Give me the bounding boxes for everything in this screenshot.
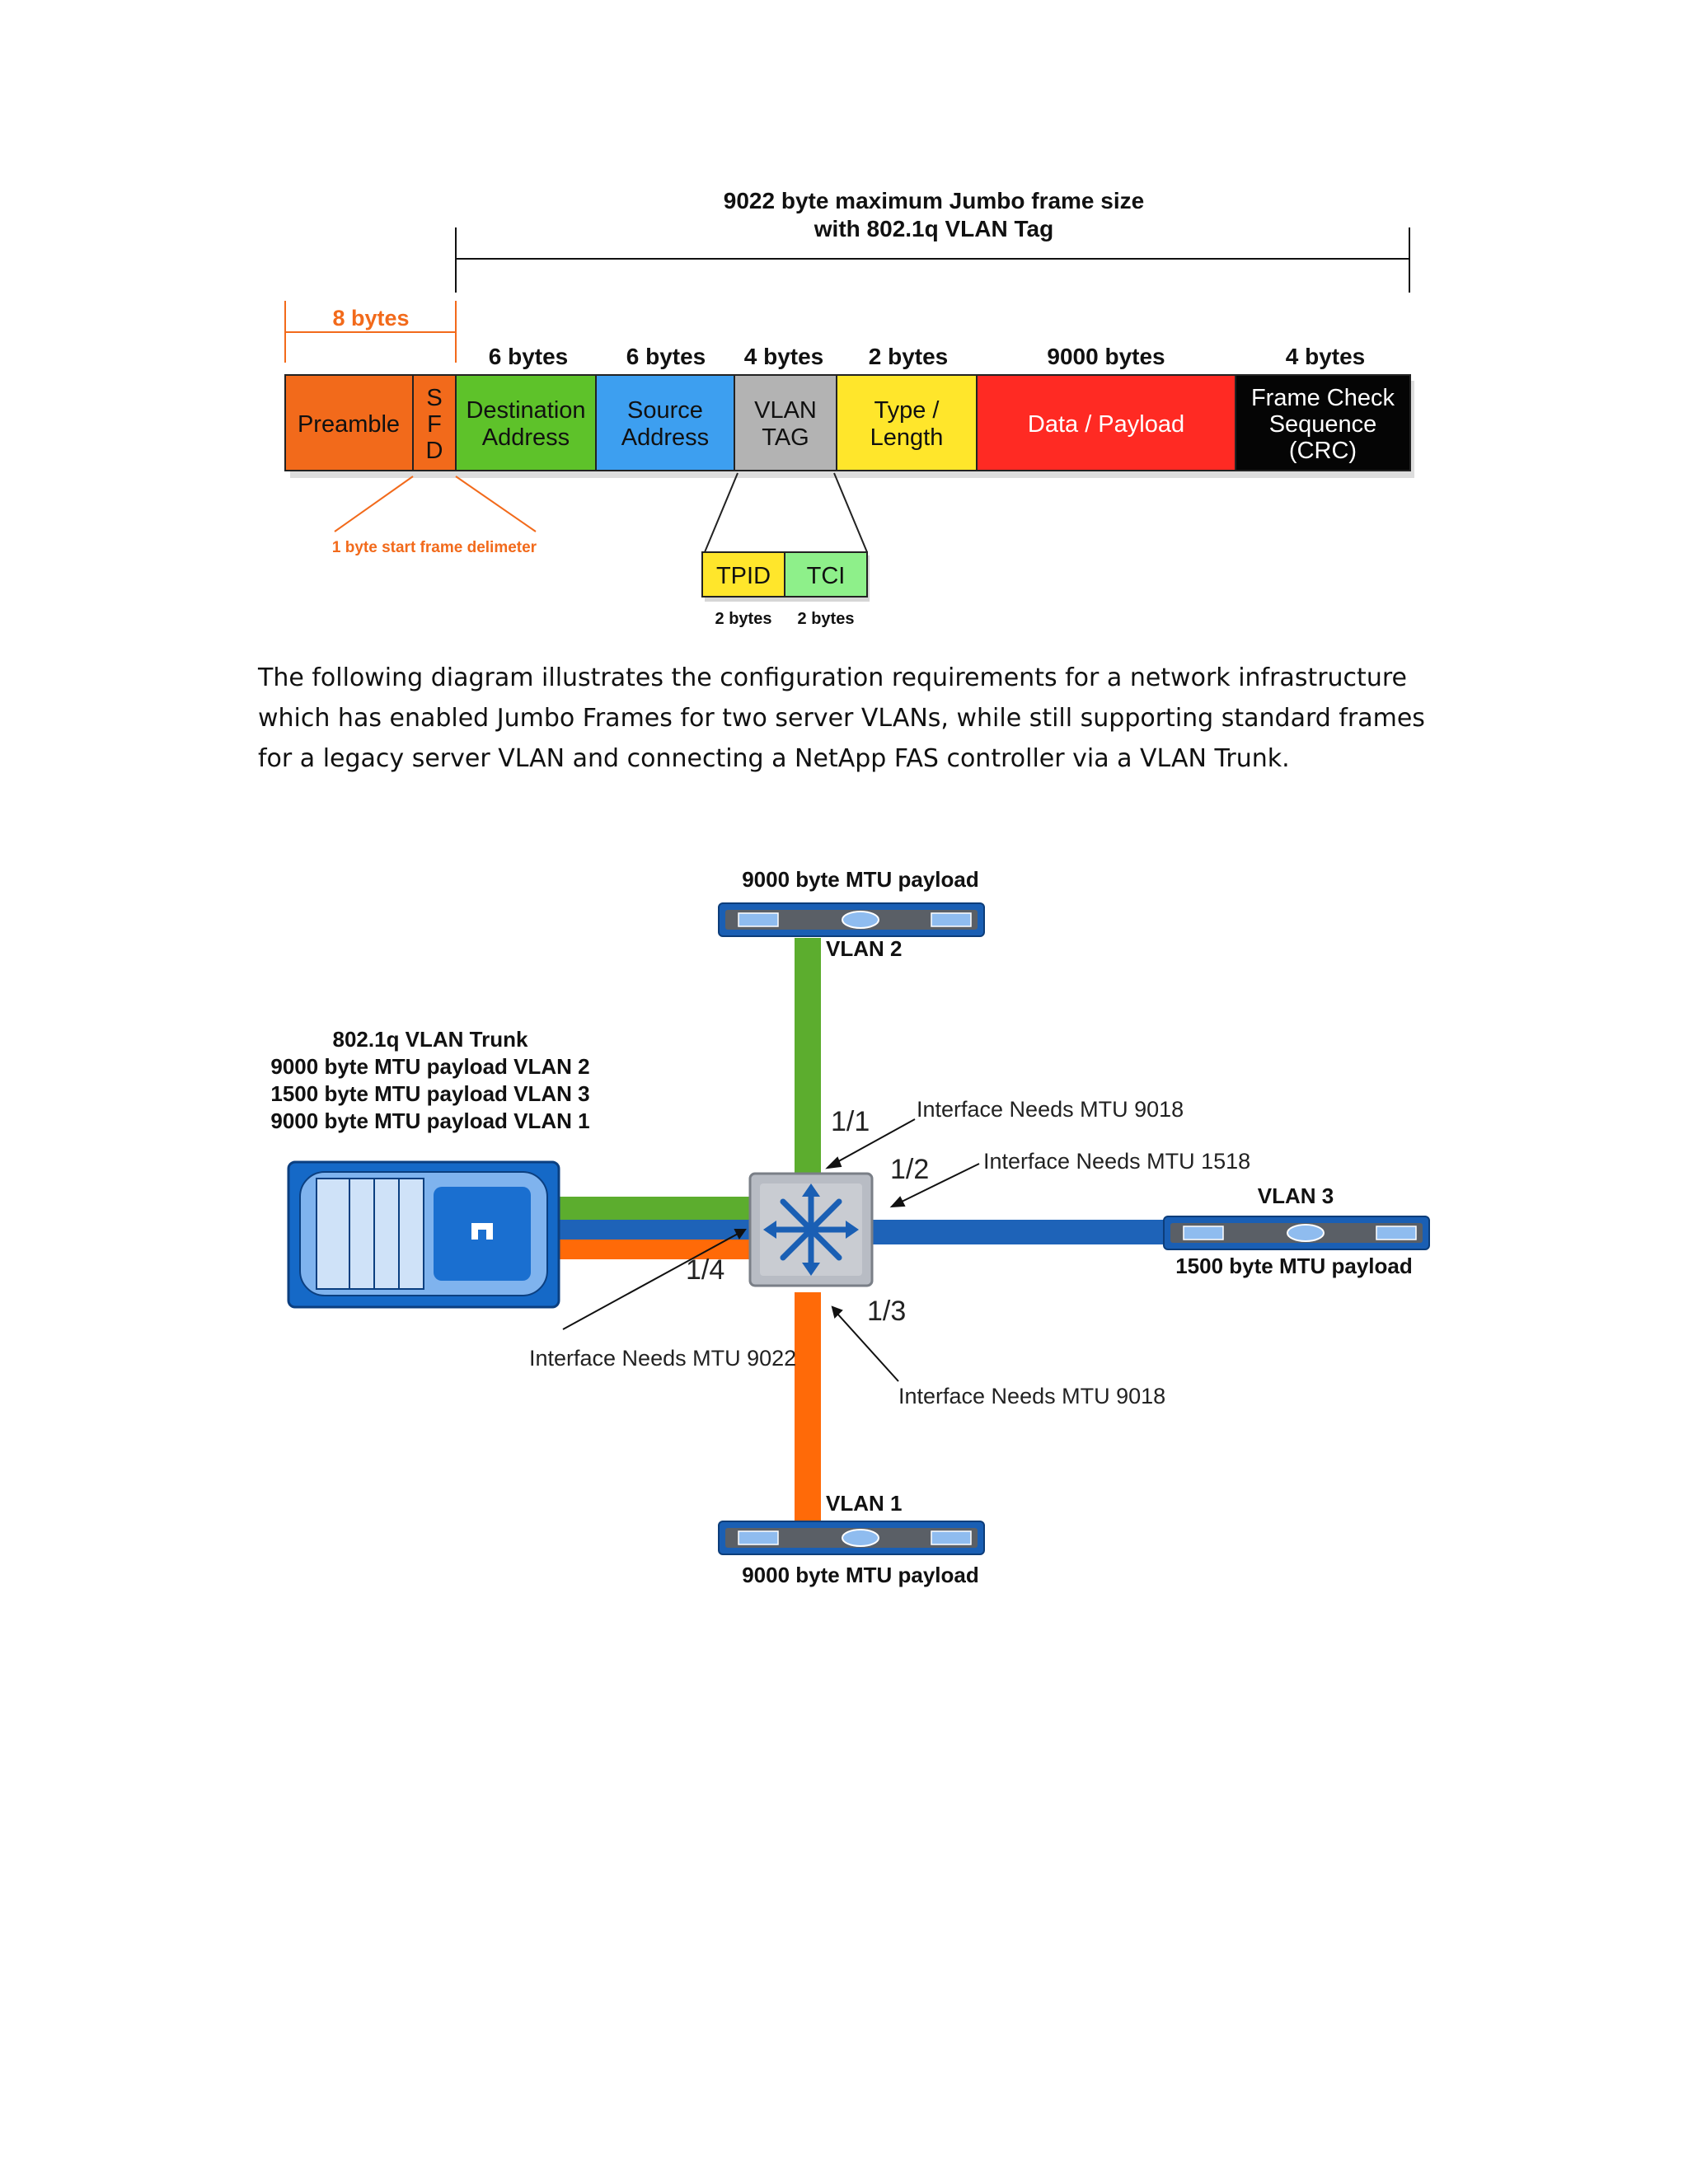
vlan2-server-icon	[718, 902, 985, 937]
note-port-1-2: Interface Needs MTU 1518	[983, 1149, 1250, 1174]
note-port-1-3: Interface Needs MTU 9018	[898, 1384, 1165, 1408]
trunk-vlan1-link	[552, 1240, 767, 1259]
fcs-field	[1235, 374, 1411, 471]
vlan1-server-label: 9000 byte MTU payload	[742, 1563, 979, 1587]
sfd-pointer-lines	[334, 476, 537, 532]
vlan1-link	[795, 1292, 821, 1540]
frame-fields	[284, 374, 1411, 471]
switch-icon	[748, 1172, 874, 1287]
field-label: Source	[627, 397, 703, 424]
field-label: Sequence	[1269, 411, 1377, 438]
field-size-label: 4 bytes	[1286, 344, 1366, 369]
source-address-field	[595, 374, 735, 471]
vlan2-link	[795, 938, 821, 1197]
tpid-label: TPID	[716, 563, 771, 589]
field-label: S	[426, 385, 442, 411]
ethernet-frame-diagram: 9022 byte maximum Jumbo frame size with …	[284, 188, 1414, 628]
vlan3-server-icon	[1163, 1216, 1430, 1250]
vlan3-label: VLAN 3	[1258, 1183, 1334, 1208]
preamble-span-bracket	[284, 301, 457, 363]
note-port-1-1: Interface Needs MTU 9018	[917, 1097, 1184, 1122]
note-port-1-4: Interface Needs MTU 9022	[529, 1346, 796, 1371]
field-size-label: 2 bytes	[869, 344, 949, 369]
jumbo-span-bracket	[455, 227, 1410, 293]
field-label: Frame Check	[1251, 385, 1395, 411]
destination-address-field	[455, 374, 597, 471]
field-label: Address	[482, 424, 570, 451]
port-1-3-label: 1/3	[867, 1296, 906, 1327]
vlan2-label: VLAN 2	[826, 936, 902, 961]
type-length-field	[836, 374, 978, 471]
port-1-1-label: 1/1	[831, 1106, 870, 1137]
field-size-label: 6 bytes	[489, 344, 569, 369]
field-label: Length	[870, 424, 944, 451]
sfd-note: 1 byte start frame delimeter	[332, 539, 537, 556]
tci-size: 2 bytes	[798, 610, 855, 628]
data-payload-field	[976, 374, 1236, 471]
netapp-controller-icon	[287, 1160, 560, 1309]
frame-title-line2: with 802.1q VLAN Tag	[814, 216, 1053, 241]
sfd-field	[412, 374, 457, 471]
vlan3-server-label: 1500 byte MTU payload	[1175, 1254, 1413, 1278]
trunk-title: 802.1q VLAN Trunk	[333, 1027, 528, 1052]
vlan2-server-label: 9000 byte MTU payload	[742, 867, 979, 892]
vlan1-server-icon	[718, 1521, 985, 1555]
port-1-2-label: 1/2	[890, 1154, 929, 1185]
field-label: F	[427, 411, 442, 438]
vlan-tag-field	[734, 374, 837, 471]
field-label: Data / Payload	[1028, 411, 1184, 438]
field-label: TAG	[762, 424, 809, 451]
network-diagram: 9000 byte MTU payload VLAN 2 VLAN 1 9000…	[270, 867, 1430, 1587]
tpid-size: 2 bytes	[715, 610, 772, 628]
field-size-label: 4 bytes	[744, 344, 824, 369]
preamble-size-label: 8 bytes	[332, 306, 409, 330]
annotation-arrows	[562, 1118, 980, 1382]
field-label: VLAN	[754, 397, 817, 424]
frame-title-line1: 9022 byte maximum Jumbo frame size	[724, 188, 1144, 213]
trunk-line: 9000 byte MTU payload VLAN 2	[270, 1054, 589, 1079]
field-size-label: 6 bytes	[626, 344, 706, 369]
tci-field	[784, 551, 868, 598]
trunk-line: 1500 byte MTU payload VLAN 3	[270, 1081, 589, 1106]
field-label: Destination	[466, 397, 585, 424]
field-label: Preamble	[298, 411, 400, 438]
vlan-tag-expansion-lines	[704, 472, 868, 553]
description-paragraph: The following diagram illustrates the co…	[258, 663, 1425, 773]
tci-label: TCI	[807, 563, 846, 589]
field-label: Type /	[874, 397, 940, 424]
field-label: D	[426, 438, 443, 464]
tpid-field	[701, 551, 785, 598]
field-label: (CRC)	[1289, 438, 1357, 464]
field-size-label: 9000 bytes	[1047, 344, 1165, 369]
trunk-vlan3-link	[552, 1220, 767, 1240]
trunk-vlan2-link	[552, 1197, 767, 1220]
trunk-line: 9000 byte MTU payload VLAN 1	[270, 1108, 589, 1133]
vlan1-label: VLAN 1	[826, 1491, 902, 1516]
field-label: Address	[621, 424, 709, 451]
